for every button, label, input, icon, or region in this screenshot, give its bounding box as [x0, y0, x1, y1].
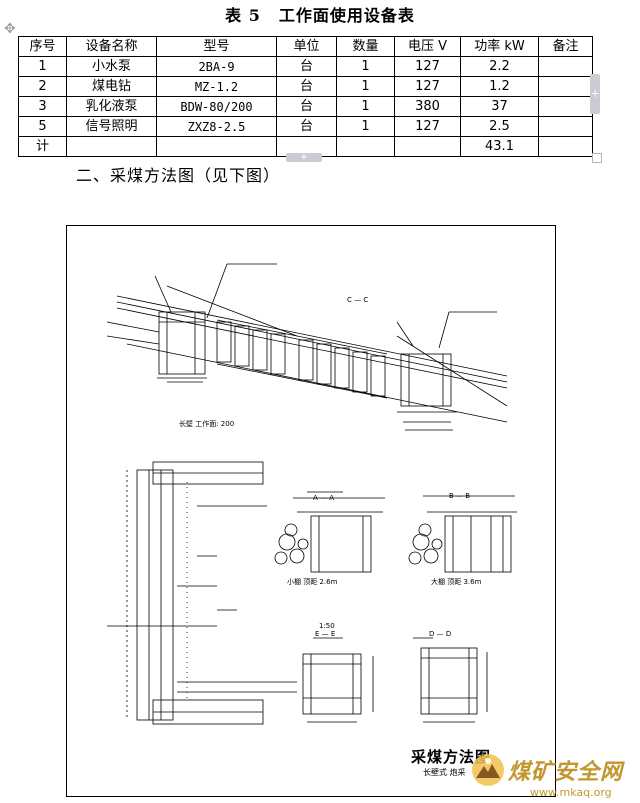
- table-cell: [538, 136, 593, 157]
- table-title: 工作面使用设备表: [278, 6, 415, 25]
- table-header-row: 序号 设备名称 型号 单位 数量 电压 V 功率 kW 备注: [18, 36, 593, 57]
- table-total-row: 计 43.1: [18, 136, 593, 157]
- table-row: 2 煤电钻 MZ-1.2 台 1 127 1.2: [18, 76, 593, 97]
- section-ee-label: E — E: [315, 630, 335, 638]
- section-bb-label: B — B: [449, 492, 470, 500]
- table-cell: 2.2: [460, 56, 539, 77]
- table-cell: 1: [336, 116, 395, 137]
- table-cell: 127: [394, 76, 461, 97]
- header-cell: 电压 V: [394, 36, 461, 57]
- watermark-url: www.mkaq.org: [530, 786, 612, 799]
- small-support-label: 小棚 顶距 2.6m: [287, 577, 338, 586]
- table-row: 5 信号照明 ZXZ8-2.5 台 1 127 2.5: [18, 116, 593, 137]
- table-cell: MZ-1.2: [156, 76, 277, 97]
- site-watermark: 煤矿安全网 www.mkaq.org: [470, 752, 638, 802]
- table-cell: 台: [276, 116, 337, 137]
- table-cell: 1: [336, 76, 395, 97]
- header-cell: 功率 kW: [460, 36, 539, 57]
- table-cell: 1.2: [460, 76, 539, 97]
- drawing-subtitle: 长壁式 炮采: [423, 768, 466, 777]
- table-cell: 1: [336, 56, 395, 77]
- face-length-label: 长壁 工作面: 200: [179, 419, 234, 428]
- total-label: 计: [18, 136, 67, 157]
- table-cell: [538, 56, 593, 77]
- table-cell: 127: [394, 56, 461, 77]
- table-number: 表 5: [225, 6, 261, 25]
- table-cell: 台: [276, 96, 337, 117]
- header-cell: 设备名称: [66, 36, 157, 57]
- table-row: 1 小水泵 2BA-9 台 1 127 2.2: [18, 56, 593, 77]
- add-row-button[interactable]: +: [286, 153, 322, 163]
- table-cell: 1: [336, 96, 395, 117]
- table-cell: 37: [460, 96, 539, 117]
- table-cell: 127: [394, 116, 461, 137]
- header-cell: 单位: [276, 36, 337, 57]
- table-cell: 5: [18, 116, 67, 137]
- table-cell: 2.5: [460, 116, 539, 137]
- section-aa-label: A — A: [313, 494, 334, 502]
- table-cell: 380: [394, 96, 461, 117]
- table-cell: [538, 116, 593, 137]
- mining-method-drawing: C — C B — B A — A E — E D — D 长壁 工作面: 20…: [66, 225, 556, 797]
- drawing-linework: C — C B — B A — A E — E D — D 长壁 工作面: 20…: [106, 263, 517, 725]
- section-heading: 二、采煤方法图（见下图）: [76, 166, 281, 185]
- table-cell: 信号照明: [66, 116, 157, 137]
- table-cell: 乳化液泵: [66, 96, 157, 117]
- drawing-title: 采煤方法图: [411, 748, 492, 766]
- table-cell: [538, 96, 593, 117]
- table-cell: ZXZ8-2.5: [156, 116, 277, 137]
- watermark-name: 煤矿安全网: [508, 759, 624, 785]
- equipment-table: 序号 设备名称 型号 单位 数量 电压 V 功率 kW 备注 1 小水泵 2BA…: [18, 36, 593, 157]
- table-cell: 台: [276, 76, 337, 97]
- table-cell: [538, 76, 593, 97]
- header-cell: 备注: [538, 36, 593, 57]
- section-cc-label: C — C: [347, 296, 368, 304]
- add-column-button[interactable]: +: [590, 74, 600, 114]
- table-resize-handle[interactable]: [592, 153, 602, 163]
- scale-label: 1:50: [319, 622, 335, 630]
- table-cell: [66, 136, 157, 157]
- table-move-handle-icon[interactable]: ✥: [4, 21, 16, 37]
- header-cell: 数量: [336, 36, 395, 57]
- table-cell: 小水泵: [66, 56, 157, 77]
- table-cell: 3: [18, 96, 67, 117]
- table-cell: BDW-80/200: [156, 96, 277, 117]
- header-cell: 序号: [18, 36, 67, 57]
- table-cell: [394, 136, 461, 157]
- table-row: 3 乳化液泵 BDW-80/200 台 1 380 37: [18, 96, 593, 117]
- table-cell: 台: [276, 56, 337, 77]
- large-support-label: 大棚 顶距 3.6m: [431, 577, 482, 586]
- table-cell: [336, 136, 395, 157]
- table-cell: [156, 136, 277, 157]
- header-cell: 型号: [156, 36, 277, 57]
- table-cell: 2BA-9: [156, 56, 277, 77]
- mine-logo-icon: [472, 754, 504, 786]
- total-power: 43.1: [460, 136, 539, 157]
- table-caption: 表 5 工作面使用设备表: [0, 2, 640, 26]
- table-cell: 2: [18, 76, 67, 97]
- table-cell: 1: [18, 56, 67, 77]
- section-dd-label: D — D: [429, 630, 451, 638]
- table-cell: 煤电钻: [66, 76, 157, 97]
